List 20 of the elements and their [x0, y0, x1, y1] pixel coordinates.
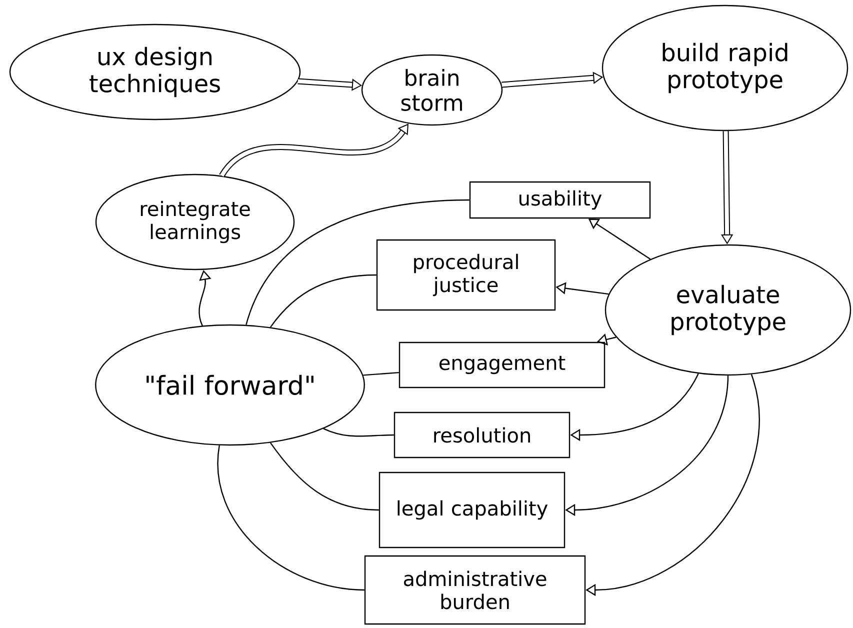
- label-box: procedural justice: [376, 239, 556, 311]
- label-box: administrative burden: [364, 555, 586, 625]
- label-box: resolution: [394, 412, 570, 458]
- ellipse-node: evaluate prototype: [604, 244, 852, 376]
- connector-line: [323, 428, 394, 437]
- arrow: [219, 124, 408, 178]
- connector-line: [363, 372, 399, 376]
- connector-line: [270, 274, 376, 328]
- label-box: engagement: [398, 342, 606, 388]
- ellipse-node: reintegrate learnings: [95, 174, 295, 270]
- connector-line: [270, 442, 379, 511]
- ellipse-node: ux design techniques: [9, 24, 301, 120]
- label-box: legal capability: [378, 472, 566, 548]
- ellipse-node: "fail forward": [95, 324, 365, 446]
- arrow: [298, 78, 362, 91]
- ellipse-node: brain storm: [361, 54, 503, 126]
- connector-line: [217, 445, 364, 591]
- ellipse-node: build rapid prototype: [602, 4, 848, 132]
- label-box: usability: [469, 181, 651, 219]
- connector-line: [246, 199, 470, 326]
